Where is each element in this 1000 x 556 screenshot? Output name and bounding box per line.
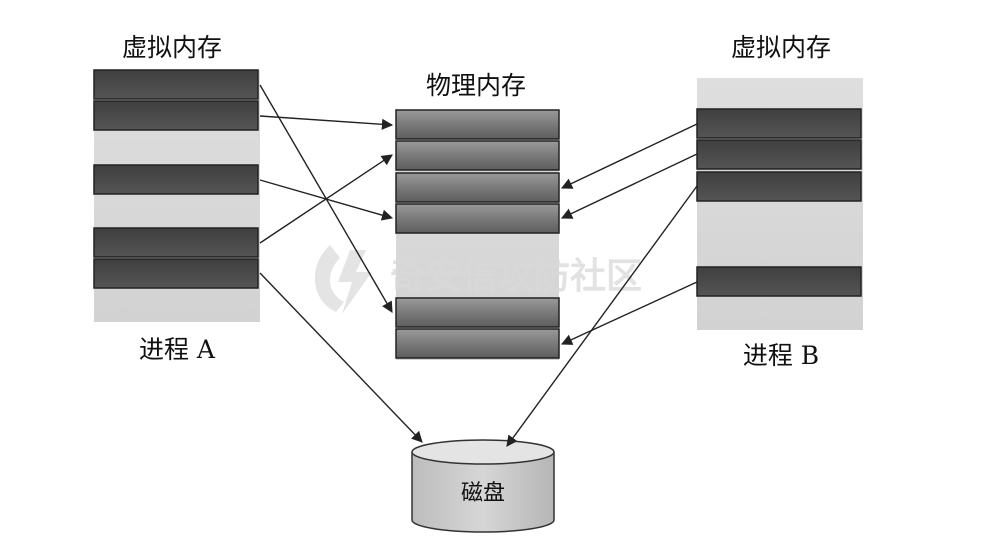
arrow-a2-to-frame1 (259, 115, 394, 130)
watermark-logo-icon (314, 245, 344, 312)
disk-top (411, 439, 555, 465)
label-physical-memory: 物理内存 (426, 71, 526, 100)
disk: 磁盘 (411, 439, 555, 533)
process-a-virtual-memory (93, 69, 260, 322)
arrow-b2-to-frame4 (560, 153, 698, 219)
process-b-virtual-memory (696, 78, 863, 330)
watermark: 奇安信攻防社区 (314, 245, 642, 314)
arrow-a4-to-frame2 (259, 154, 393, 244)
virtual-page-a1 (93, 69, 259, 100)
physical-memory (395, 109, 560, 360)
mapping-arrows (259, 84, 698, 447)
arrow-b3-to-disk (506, 185, 698, 447)
label-process-a: 进程 A (139, 335, 216, 364)
label-virtual-memory-b: 虚拟内存 (731, 33, 831, 62)
virtual-page-b1 (696, 108, 862, 139)
virtual-page-b3 (696, 171, 862, 202)
virtual-page-a4 (93, 227, 259, 258)
arrow-b4-to-frame6 (560, 281, 698, 345)
watermark-text: 奇安信攻防社区 (390, 256, 642, 297)
physical-frame-4 (395, 203, 560, 234)
disk-label: 磁盘 (461, 481, 505, 506)
label-process-b: 进程 B (743, 341, 819, 370)
label-virtual-memory-a: 虚拟内存 (122, 33, 222, 62)
disk-body (411, 452, 555, 533)
virtual-page-a2 (93, 100, 259, 131)
physical-frame-6 (395, 328, 560, 359)
physical-frame-2 (395, 140, 560, 171)
physical-frame-1 (395, 109, 560, 140)
virtual-page-a3 (93, 164, 259, 195)
virtual-page-b2 (696, 139, 862, 170)
physical-frame-3 (395, 172, 560, 203)
virtual-page-b4 (696, 266, 862, 297)
watermark-bolt-icon (338, 250, 372, 314)
physical-frame-5 (395, 297, 560, 328)
virtual-page-a5 (93, 258, 259, 289)
arrow-b1-to-frame3 (560, 123, 698, 189)
arrow-a5-to-disk (259, 272, 423, 443)
